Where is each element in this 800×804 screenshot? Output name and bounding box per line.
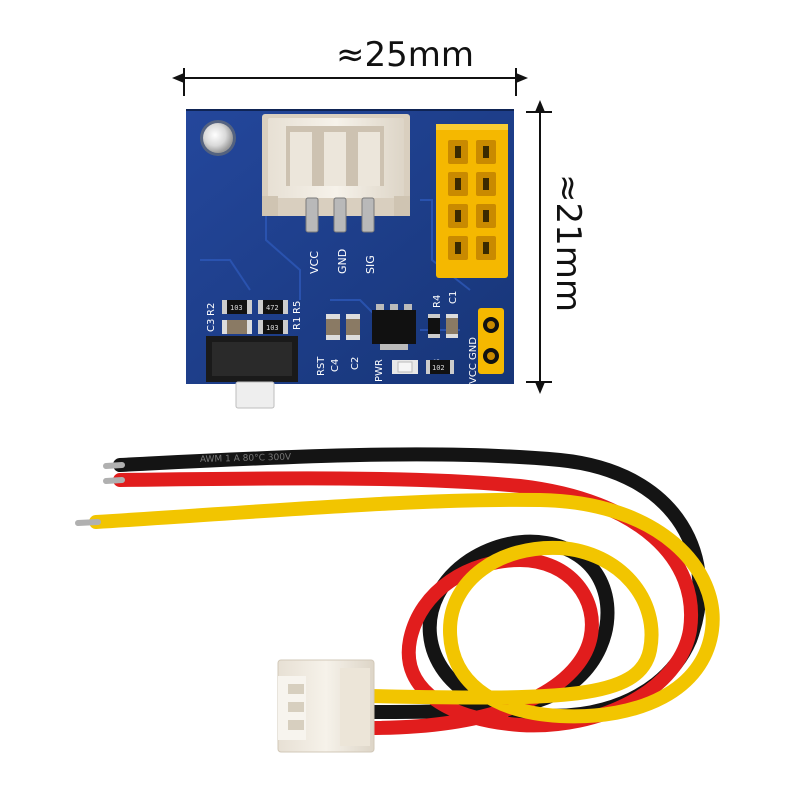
- power-jumper-2pin: [478, 308, 504, 374]
- header-pin-labels: VCC GND SIG: [308, 249, 377, 274]
- regulator-ic: [372, 304, 416, 350]
- jst-plug-3pin: [277, 659, 375, 753]
- label-c1: C1: [448, 291, 459, 304]
- esp-socket-2x4: [436, 124, 508, 278]
- cable-jacket-print: AWM 1 A 80°C 300V: [200, 453, 292, 465]
- label-pwr: PWR: [374, 359, 385, 382]
- pin-label-gnd: GND: [336, 249, 349, 274]
- r2-code: 103: [230, 304, 243, 312]
- label-vcc-gnd: VCC GND: [468, 337, 479, 384]
- r1-code: 103: [266, 324, 279, 332]
- smd-capacitor-c1: [446, 314, 458, 338]
- smd-resistor-r1: 103: [258, 320, 288, 334]
- reset-button: [206, 336, 298, 409]
- smd-resistor-r5: 472: [258, 300, 288, 314]
- smd-resistor-r4: [428, 314, 440, 338]
- label-r1: R1: [292, 317, 303, 330]
- label-r4: R4: [432, 295, 443, 308]
- label-rst: RST: [316, 356, 327, 376]
- jst-header-3pin: [262, 114, 410, 233]
- label-r2: R2: [206, 303, 217, 316]
- pin-label-sig: SIG: [364, 255, 377, 274]
- mounting-hole: [200, 120, 236, 156]
- height-dimension-line: [526, 100, 552, 394]
- width-dimension-label: ≈25mm: [336, 35, 474, 75]
- smd-capacitor-c3: [222, 320, 252, 334]
- three-wire-cable: [75, 447, 720, 735]
- smd-resistor-r2: 103: [222, 300, 252, 314]
- r3-code: 102: [432, 364, 445, 372]
- smd-capacitor-c2: [346, 314, 360, 340]
- label-c4: C4: [330, 359, 341, 372]
- label-c2: C2: [350, 357, 361, 370]
- smd-resistor-r3: 102: [426, 360, 454, 374]
- label-c3: C3: [206, 319, 217, 332]
- pin-label-vcc: VCC: [308, 251, 321, 274]
- label-r5: R5: [292, 301, 303, 314]
- pwr-led: [392, 360, 418, 374]
- r5-code: 472: [266, 304, 279, 312]
- width-dimension-line: [172, 68, 528, 96]
- height-dimension-label: ≈21mm: [548, 174, 588, 312]
- smd-capacitor-c4: [326, 314, 340, 340]
